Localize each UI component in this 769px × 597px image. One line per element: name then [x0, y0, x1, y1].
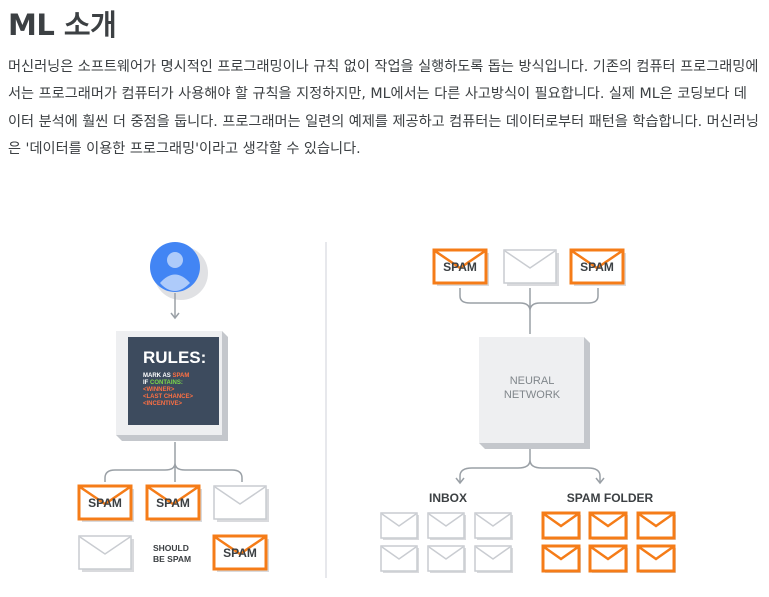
inbox-label: INBOX — [429, 491, 467, 505]
email-normal — [380, 512, 420, 541]
rules-box: RULES: MARK AS SPAM IF CONTAINS: <WINNER… — [116, 331, 228, 441]
rules-title: RULES: — [143, 348, 206, 367]
svg-text:IF CONTAINS:: IF CONTAINS: — [143, 380, 183, 386]
spam-label: SPAM — [223, 546, 257, 560]
user-avatar-icon — [150, 242, 208, 300]
rules-email-grid: SPAM SPAM SHOULD BE SPAM SPAM — [77, 484, 271, 574]
email-spam: SPAM — [145, 484, 204, 524]
email-spam — [636, 511, 678, 542]
page-title: ML 소개 — [8, 8, 117, 42]
email-spam — [588, 511, 630, 542]
email-normal — [380, 545, 420, 574]
email-spam: SPAM — [212, 534, 271, 574]
neural-network-label-line2: NETWORK — [504, 389, 561, 401]
spam-label: SPAM — [156, 496, 190, 510]
neural-network-label-line1: NEURAL — [510, 375, 555, 387]
rule-mark-as: MARK AS — [143, 373, 172, 379]
svg-text:MARK AS SPAM: MARK AS SPAM — [143, 373, 189, 379]
inbox-email-grid — [380, 512, 514, 574]
email-normal — [427, 545, 467, 574]
training-email-row: SPAM SPAM — [432, 248, 628, 288]
rule-incentive: <INCENTIVE> — [143, 401, 183, 407]
email-spam — [588, 544, 630, 575]
neural-network-box: NEURAL NETWORK — [479, 337, 590, 449]
email-spam — [541, 511, 583, 542]
rule-contains: CONTAINS: — [150, 380, 183, 386]
email-spam: SPAM — [432, 248, 491, 288]
spam-label: SPAM — [443, 260, 477, 274]
email-normal — [213, 485, 270, 523]
email-spam — [636, 544, 678, 575]
should-be-spam-line1: SHOULD — [153, 543, 189, 553]
email-spam: SPAM — [569, 248, 628, 288]
spam-folder-label: SPAM FOLDER — [567, 491, 654, 505]
email-normal — [78, 535, 135, 573]
email-normal — [427, 512, 467, 541]
spam-label: SPAM — [88, 496, 122, 510]
rule-last-chance: <LAST CHANCE> — [143, 394, 194, 400]
spam-folder-email-grid — [541, 511, 678, 575]
email-normal — [503, 249, 560, 287]
email-normal — [474, 545, 514, 574]
should-be-spam-note: SHOULD BE SPAM — [153, 543, 191, 564]
should-be-spam-line2: BE SPAM — [153, 554, 191, 564]
rule-if: IF — [143, 380, 150, 386]
rule-spam-word: SPAM — [172, 373, 189, 379]
intro-paragraph: 머신러닝은 소프트웨어가 명시적인 프로그래밍이나 규칙 없이 작업을 실행하도… — [8, 59, 759, 157]
email-spam: SPAM — [77, 484, 136, 524]
email-normal — [474, 512, 514, 541]
spam-label: SPAM — [580, 260, 614, 274]
rule-winner: <WINNER> — [143, 387, 175, 393]
email-spam — [541, 544, 583, 575]
